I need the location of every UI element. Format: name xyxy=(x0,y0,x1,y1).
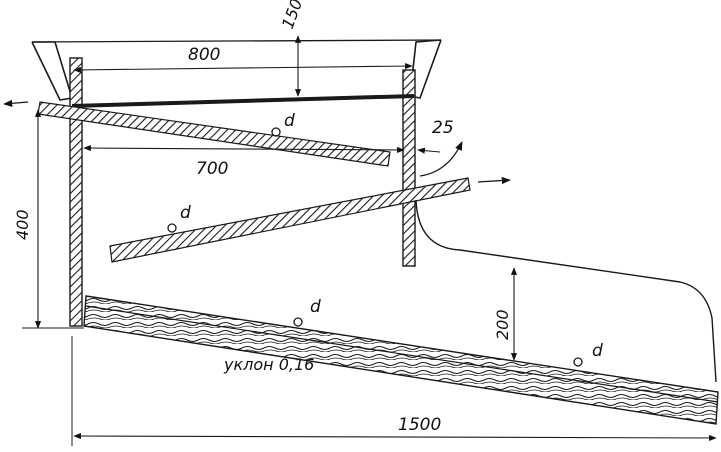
label-d-trough-right: d xyxy=(592,341,603,361)
upper-sieve xyxy=(37,101,391,167)
flow-arrows xyxy=(3,99,511,185)
dim-top-width: 800 xyxy=(188,45,220,65)
dim-height: 400 xyxy=(13,209,32,240)
dim-hopper-gap: 150 xyxy=(278,0,306,31)
label-d-upper: d xyxy=(284,111,295,131)
dim-wall-offset: 25 xyxy=(432,118,454,138)
label-d-middle: d xyxy=(180,203,191,223)
top-plate xyxy=(71,94,415,108)
right-wall xyxy=(402,69,416,267)
dim-total-length: 1500 xyxy=(398,415,441,435)
outlet-curve xyxy=(415,199,717,383)
dim-lower-gap: 200 xyxy=(493,309,512,340)
particles: d d d d xyxy=(167,111,603,367)
left-wall xyxy=(69,57,83,327)
dim-upper-sieve-length: 700 xyxy=(196,159,228,179)
middle-sieve xyxy=(109,177,471,263)
slope-label: уклон 0,16 xyxy=(223,355,314,374)
bottom-trough xyxy=(83,295,719,425)
label-d-trough-left: d xyxy=(310,297,321,317)
